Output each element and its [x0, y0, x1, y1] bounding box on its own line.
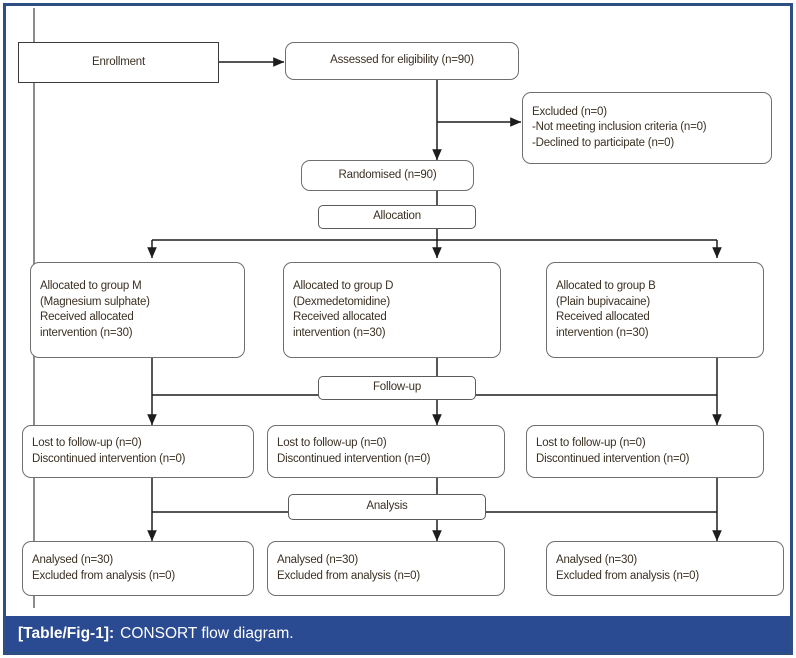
figure-caption-bar: [Table/Fig-1]: CONSORT flow diagram.: [6, 616, 790, 652]
node-follow-up-group-d-line-2: Discontinued intervention (n=0): [277, 452, 431, 465]
node-assessed-for-eligibility: Assessed for eligibility (n=90): [285, 42, 519, 80]
node-allocated-group-d-line-4: intervention (n=30): [293, 326, 386, 339]
node-allocated-group-b: Allocated to group B (Plain bupivacaine)…: [546, 262, 764, 358]
node-allocated-group-b-line-3: Received allocated: [556, 311, 650, 323]
node-allocated-group-m: Allocated to group M (Magnesium sulphate…: [30, 262, 245, 358]
node-follow-up-group-b-line-1: Lost to follow-up (n=0): [536, 437, 646, 449]
node-analysed-group-b: Analysed (n=30) Excluded from analysis (…: [546, 541, 784, 596]
node-analysed-group-m-line-1: Analysed (n=30): [32, 554, 114, 566]
stage-allocation: Allocation: [318, 205, 476, 229]
node-excluded-line-1: Excluded (n=0): [532, 105, 607, 118]
node-assessed-label: Assessed for eligibility (n=90): [330, 54, 474, 67]
node-randomised-label: Randomised (n=90): [338, 168, 437, 181]
figure-caption-text: CONSORT flow diagram.: [120, 625, 294, 642]
node-follow-up-group-b: Lost to follow-up (n=0) Discontinued int…: [526, 425, 764, 478]
node-allocated-group-m-line-3: Received allocated: [40, 311, 134, 323]
node-allocated-group-m-line-2: (Magnesium sulphate): [40, 295, 150, 308]
stage-follow-up-label: Follow-up: [372, 381, 422, 394]
stage-allocation-label: Allocation: [373, 210, 421, 223]
node-randomised: Randomised (n=90): [301, 160, 474, 191]
node-analysed-group-m-line-2: Excluded from analysis (n=0): [32, 569, 176, 582]
node-analysed-group-d: Analysed (n=30) Excluded from analysis (…: [267, 541, 505, 596]
node-allocated-group-b-line-4: intervention (n=30): [556, 326, 649, 339]
node-allocated-group-d-line-1: Allocated to group D: [293, 280, 394, 292]
node-allocated-group-m-line-4: intervention (n=30): [40, 326, 133, 339]
node-analysed-group-m: Analysed (n=30) Excluded from analysis (…: [22, 541, 254, 596]
node-analysed-group-b-line-2: Excluded from analysis (n=0): [556, 569, 700, 582]
node-follow-up-group-m-line-2: Discontinued intervention (n=0): [32, 452, 186, 465]
stage-analysis-label: Analysis: [366, 500, 408, 513]
node-follow-up-group-m: Lost to follow-up (n=0) Discontinued int…: [22, 425, 254, 478]
node-follow-up-group-d: Lost to follow-up (n=0) Discontinued int…: [267, 425, 505, 478]
figure-caption-label: [Table/Fig-1]:: [18, 625, 115, 642]
stage-follow-up: Follow-up: [318, 376, 476, 400]
node-allocated-group-b-line-1: Allocated to group B: [556, 280, 656, 292]
stage-analysis: Analysis: [288, 494, 486, 520]
node-excluded-line-2: -Not meeting inclusion criteria (n=0): [532, 121, 707, 134]
node-analysed-group-d-line-1: Analysed (n=30): [277, 554, 359, 566]
node-allocated-group-d-line-3: Received allocated: [293, 311, 387, 323]
node-analysed-group-d-line-2: Excluded from analysis (n=0): [277, 569, 421, 582]
node-enrollment: Enrollment: [18, 42, 219, 83]
node-enrollment-label: Enrollment: [92, 55, 145, 68]
node-analysed-group-b-line-1: Analysed (n=30): [556, 554, 638, 566]
node-allocated-group-b-line-2: (Plain bupivacaine): [556, 295, 651, 308]
node-follow-up-group-d-line-1: Lost to follow-up (n=0): [277, 437, 387, 449]
node-excluded-line-3: -Declined to participate (n=0): [532, 136, 674, 149]
node-excluded: Excluded (n=0) -Not meeting inclusion cr…: [522, 92, 772, 164]
node-allocated-group-d: Allocated to group D (Dexmedetomidine) R…: [283, 262, 501, 358]
node-allocated-group-d-line-2: (Dexmedetomidine): [293, 295, 390, 308]
node-allocated-group-m-line-1: Allocated to group M: [40, 280, 142, 292]
node-follow-up-group-m-line-1: Lost to follow-up (n=0): [32, 437, 142, 449]
node-follow-up-group-b-line-2: Discontinued intervention (n=0): [536, 452, 690, 465]
